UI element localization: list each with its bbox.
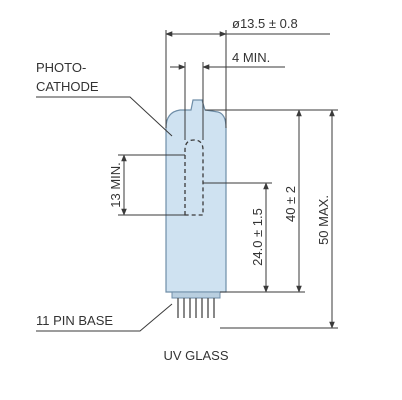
seated-length-label: 40 ± 2 bbox=[283, 186, 298, 222]
photocathode-label-line2: CATHODE bbox=[36, 79, 99, 94]
cathode-height-dimension: 13 MIN. bbox=[108, 154, 185, 216]
tube-body bbox=[165, 99, 227, 318]
photocathode-label-line1: PHOTO- bbox=[36, 60, 86, 75]
base-label: 11 PIN BASE bbox=[36, 313, 113, 328]
photocathode-callout: PHOTO- CATHODE bbox=[36, 60, 173, 137]
overall-max-label: 50 MAX. bbox=[316, 195, 331, 245]
cathode-center-label: 24.0 ± 1.5 bbox=[250, 208, 265, 266]
diameter-dimension: ø13.5 ± 0.8 bbox=[165, 16, 330, 128]
diameter-label: ø13.5 ± 0.8 bbox=[232, 16, 298, 31]
base-callout: 11 PIN BASE bbox=[36, 303, 173, 332]
glass-envelope bbox=[165, 99, 227, 293]
seated-length-dimension: 40 ± 2 bbox=[205, 109, 305, 293]
photocathode-outline bbox=[184, 139, 204, 216]
window-min-dimension: 4 MIN. bbox=[170, 50, 285, 140]
base-socket bbox=[171, 291, 221, 299]
base-pins bbox=[177, 298, 215, 318]
cathode-min-label: 13 MIN. bbox=[108, 162, 123, 208]
overall-length-dimension: 50 MAX. bbox=[220, 109, 338, 329]
window-min-label: 4 MIN. bbox=[232, 50, 270, 65]
glass-label: UV GLASS bbox=[163, 348, 228, 363]
